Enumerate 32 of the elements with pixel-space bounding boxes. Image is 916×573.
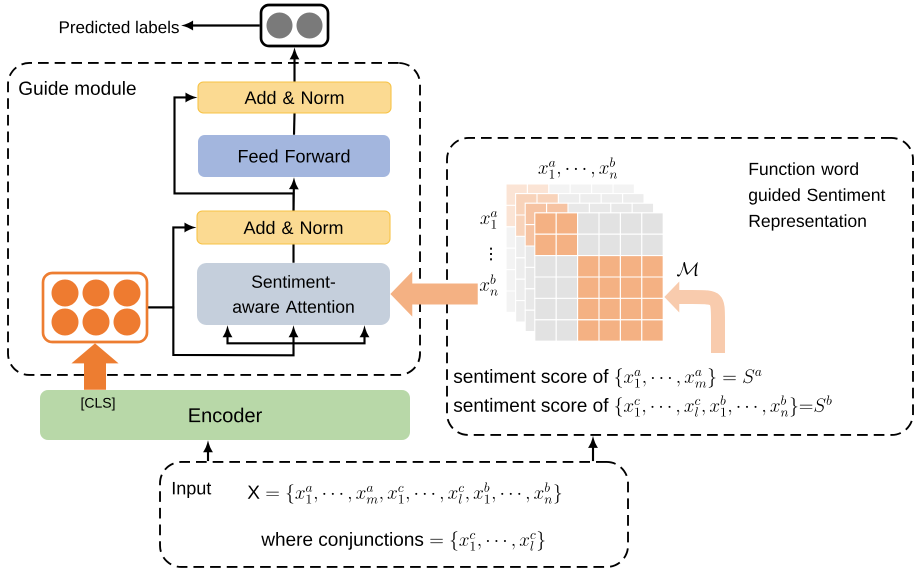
arrow [184,21,260,30]
connector-line [292,244,295,263]
arrow [173,93,295,210]
group-title: Function word guided Sentiment Representation [749,162,886,231]
formula-text: $\mathrm{sentiment\ score\ of}\ \{x_1^a,\cdots,x_m^a\}=S^a$ [454,368,762,388]
layer-box: Add & Norm [197,81,392,114]
math-label: $\vdots$ [490,248,492,260]
connector-line [292,114,296,135]
math-label: $x_n^b$ [480,274,498,296]
output-vector-drawing [260,4,330,48]
token-vector-drawing [42,272,148,344]
arrow [588,438,598,462]
math-label: $x_1^a,\cdots,x_n^b$ [538,158,618,179]
edge-label: [CLS] [82,397,114,411]
arrow [290,50,299,82]
arrow [204,443,212,462]
math-label: $\mathcal{M}$ [677,262,698,277]
formula-text: $\mathrm{sentiment\ score\ of}\ \{x_1^c,\cdots,x_l^c,x_1^b,\cdots,x_n^b\}{=}S^b$ [454,395,832,417]
dashed-group-box [159,461,629,568]
output-text: Predicted labels [60,20,179,34]
group-title: Guide module [19,81,136,95]
dashed-group-box [7,62,421,376]
formula-text: $\mathrm{where\ conjunctions}=\{x_1^c,\cdots,x_l^c\}$ [261,531,545,551]
attention-box: Sentiment-aware Attention [197,263,390,325]
arrow [148,306,369,356]
layer-box: Add & Norm [196,210,391,245]
layer-box: Feed Forward [198,135,390,177]
matrix-drawing [505,183,664,342]
math-label: $x_1^a$ [480,211,498,229]
dashed-group-box [446,137,914,436]
group-title: Input [172,482,212,498]
formula-text: $\mathrm{X}=\{x_1^a,\cdots,x_m^a,x_1^c,\cdots,x_l^c,x_1^b,\cdots,x_n^b\}$ [248,482,562,504]
